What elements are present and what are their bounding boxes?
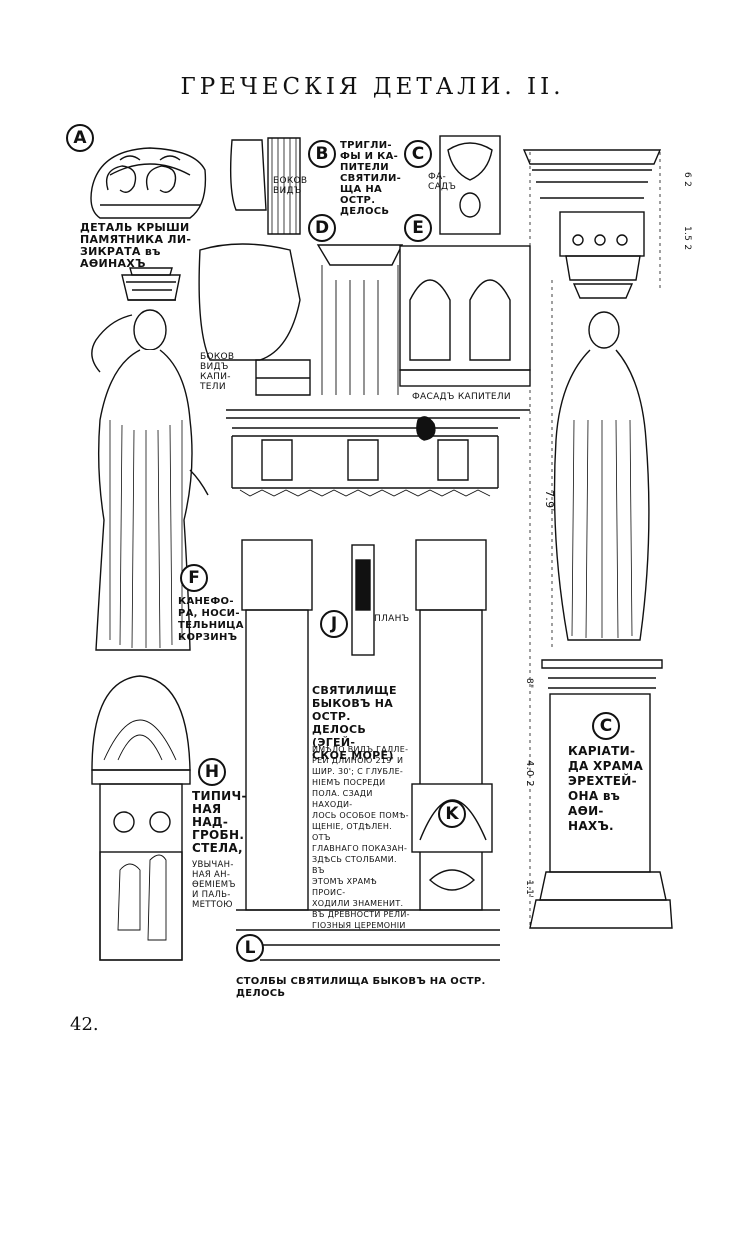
funerary-stele-drawing: [91, 675, 191, 961]
page-number: 42.: [70, 1014, 99, 1035]
label-stele-sub: УВЫЧАН- НАЯ АН- ѲЕМІЕМЪ И ПАЛЬ- МЕТТОЮ: [192, 860, 236, 910]
label-facade-capital: ФАСАДЪ КАПИТЕЛИ: [412, 392, 511, 402]
marker-e: E: [404, 214, 432, 242]
label-pillars-caption: СТОЛБЫ СВЯТИЛИЩА БЫКОВЪ НА ОСТР. ДЕЛОСЬ: [236, 976, 486, 999]
marker-c-top: C: [404, 140, 432, 168]
kanephora-figure-drawing: [91, 267, 209, 651]
dimension-1-1: 1.1': [524, 880, 534, 898]
marker-c-right: C: [592, 712, 620, 740]
label-side-view-b: БОКОВ ВИДЪ: [273, 176, 308, 196]
label-stele: ТИПИЧ- НАЯ НАД- ГРОБН. СТЕЛА,: [192, 789, 247, 855]
marker-h: H: [198, 758, 226, 786]
label-sanctuary: СВЯТИЛИЩЕ БЫКОВЪ НА ОСТР. ДЕЛОСЬ (ЭГЕЙ- …: [312, 684, 397, 762]
dimension-8: 8": [524, 678, 534, 689]
marker-d: D: [308, 214, 336, 242]
dimension-6-2: 6 2: [682, 172, 692, 188]
label-kanephora: КАНЕФО- РА, НОСИ- ТЕЛЬНИЦА КОРЗИНЪ: [178, 596, 244, 643]
label-triglyphs: ТРИГЛИ- ФЫ И КА- ПИТЕЛИ СВЯТИЛИ- ЩА НА О…: [340, 140, 402, 217]
marker-a: A: [66, 124, 94, 152]
label-side-view-capital: БОКОВ ВИДЪ КАПИ- ТЕЛИ: [200, 352, 235, 392]
label-caryatid: КАРІАТИ- ДА ХРАМА ЭРЕХТЕЙ- ОНА въ АѲИ- Н…: [568, 744, 644, 833]
dimension-7-9: 7.9': [543, 490, 556, 512]
label-plan: ПЛАНЪ: [374, 614, 410, 624]
roof-acroterion-drawing: [90, 147, 207, 219]
label-roof-detail: ДЕТАЛЬ КРЫШИ ПАМЯТНИКА ЛИ- ЗИКРАТА въ АѲ…: [80, 221, 192, 270]
marker-f: F: [180, 564, 208, 592]
caryatid-column-drawing: [522, 149, 673, 929]
page-title: ГРЕЧЕСКІЯ ДЕТАЛИ. II.: [180, 74, 565, 100]
dimension-1-52: 1.5 2: [682, 226, 692, 251]
dimension-4-02: 4.0 2: [524, 760, 535, 787]
marker-k: K: [438, 800, 466, 828]
sanctuary-pillars-drawing: [236, 539, 500, 961]
bull-capital-facade-drawing: [399, 245, 531, 387]
marker-j: J: [320, 610, 348, 638]
label-sanctuary-text: ИМѢЛО ВИДЪ ГАЛЛЕ- РЕИ ДЛИНОЮ 219' И ШИР.…: [312, 745, 410, 930]
bull-head-facade-drawing: [439, 135, 501, 235]
label-facade-c: ФА- САДЪ: [428, 172, 457, 192]
bull-capital-side-drawing: [198, 243, 404, 396]
entablature-drawing: [226, 409, 530, 497]
marker-l: L: [236, 934, 264, 962]
marker-b: B: [308, 140, 336, 168]
bull-head-side-drawing: [229, 137, 301, 235]
